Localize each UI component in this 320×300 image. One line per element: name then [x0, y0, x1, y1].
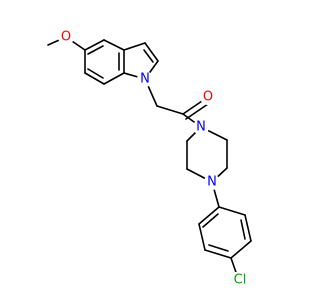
bond-benz-4: [103, 72, 125, 85]
bond-benz-1-inner: [87, 45, 104, 55]
bond-benz-5-inner: [87, 68, 104, 79]
bond-benz-1: [84, 39, 105, 51]
bond-ar-5: [244, 214, 252, 242]
atom-label: N: [196, 120, 206, 135]
bond-benz-5: [84, 72, 105, 85]
atom-label: O: [203, 90, 213, 105]
atom-methoxy-oxygen: O: [58, 29, 74, 45]
bond-c-o-1: [182, 98, 206, 115]
bond-ch2-co: [156, 105, 184, 115]
bond-ar-4: [230, 240, 252, 259]
atom-label: O: [61, 30, 71, 45]
molecule-diagram: O N O N N Cl: [47, 29, 252, 288]
bond-ar-3-inner: [208, 244, 229, 252]
atom-indole-nitrogen: N: [137, 71, 153, 87]
bond-ar-6: [218, 206, 246, 216]
bond-ar-1-inner: [202, 213, 219, 228]
bond-ar-3: [204, 249, 232, 259]
atom-label-layer: O N O N N Cl: [58, 29, 249, 288]
bond-ar-1: [198, 206, 220, 225]
bond-pyr-2-inner: [143, 49, 154, 63]
bond-pyr-2: [144, 42, 159, 62]
bond-ar-5-inner: [240, 219, 246, 240]
atom-carbonyl-oxygen: O: [200, 89, 216, 105]
bond-pyr-1: [123, 42, 146, 51]
atom-label: Cl: [234, 273, 247, 288]
atom-piperazine-nitrogen-4: N: [204, 174, 220, 190]
bond-ar-2: [198, 223, 206, 251]
atom-chlorine: Cl: [229, 272, 249, 288]
atom-label: N: [207, 175, 217, 190]
bond-c-o-2: [185, 103, 209, 120]
atom-label: N: [140, 72, 150, 87]
atom-piperazine-nitrogen-1: N: [193, 119, 209, 135]
bond-benz-2: [103, 39, 125, 51]
